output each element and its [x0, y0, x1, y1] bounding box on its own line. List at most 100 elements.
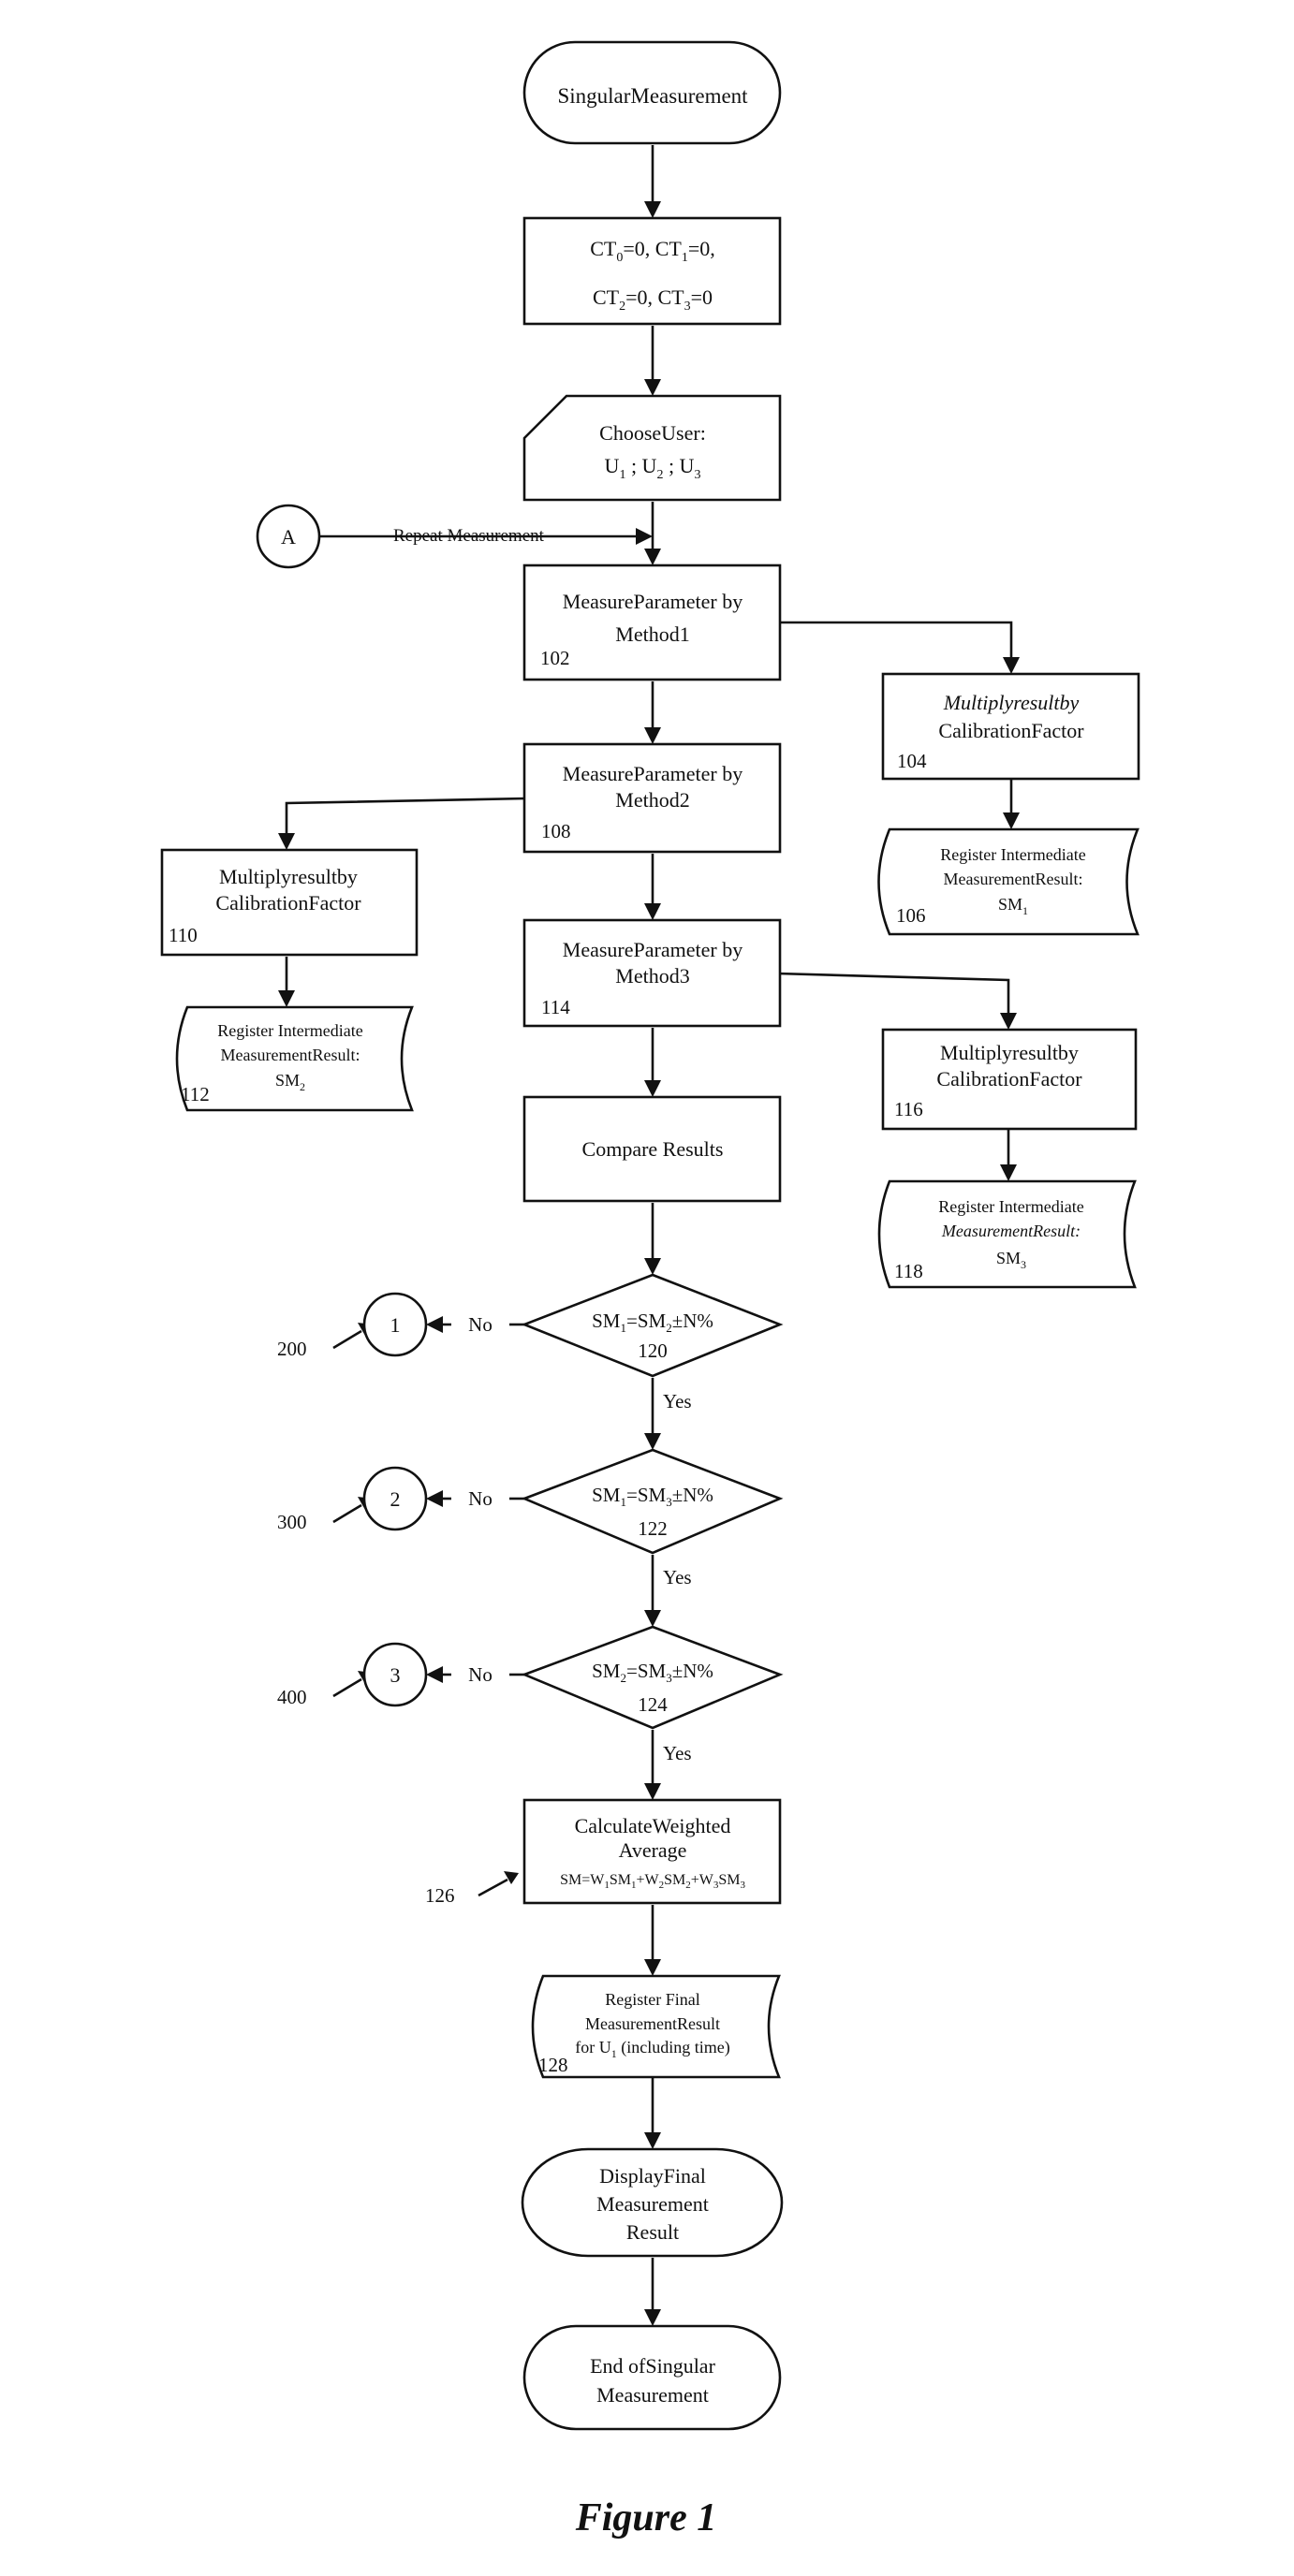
- connector-1-label: 1: [390, 1313, 401, 1337]
- register-118-storage: Register Intermediate MeasurementResult:…: [879, 1181, 1135, 1287]
- arrowhead: [278, 833, 295, 850]
- decision-124-ref: 124: [638, 1693, 668, 1716]
- multiply-110-line-1: Multiplyresultby: [219, 865, 358, 888]
- register-106-storage: Register Intermediate MeasurementResult:…: [879, 829, 1139, 934]
- multiply-110-ref: 110: [169, 924, 198, 946]
- weighted-ref: 126: [425, 1884, 455, 1907]
- weighted-line-1: CalculateWeighted: [575, 1814, 731, 1837]
- arrowhead: [644, 1610, 661, 1627]
- connector-a-label: A: [281, 525, 296, 549]
- arrowhead: [644, 1959, 661, 1976]
- register-106-line-1: Register Intermediate: [940, 845, 1085, 864]
- register-118-ref: 118: [894, 1260, 923, 1282]
- compare-process: Compare Results: [524, 1097, 780, 1201]
- arrowhead: [644, 2309, 661, 2326]
- method2-ref: 108: [541, 820, 571, 842]
- decision-122-ref: 122: [638, 1517, 668, 1540]
- arrowhead: [1000, 1164, 1017, 1181]
- decision-120-condition: SM1=SM2±N%: [592, 1310, 713, 1335]
- edge-method2-110: [287, 798, 526, 833]
- start-label: SingularMeasurement: [557, 84, 748, 108]
- leader-400: [333, 1679, 361, 1696]
- register-final-ref: 128: [538, 2054, 568, 2076]
- method3-process: MeasureParameter by Method3 114: [524, 920, 780, 1026]
- register-final-line-2: MeasurementResult: [585, 2014, 720, 2033]
- arrowhead: [644, 1433, 661, 1450]
- repeat-measurement-label: Repeat Measurement: [393, 526, 545, 546]
- arrowhead: [1003, 657, 1020, 674]
- decision-122: SM1=SM3±N% 122: [524, 1450, 780, 1553]
- display-line-3: Result: [626, 2220, 679, 2244]
- arrowhead: [636, 528, 653, 545]
- end-line-2: Measurement: [596, 2383, 709, 2407]
- no-label-120: No: [468, 1313, 493, 1336]
- arrowhead: [426, 1666, 443, 1683]
- method1-line-2: Method1: [615, 622, 689, 646]
- leader-126: [478, 1880, 507, 1895]
- register-112-ref: 112: [181, 1083, 210, 1105]
- method2-line-2: Method2: [615, 788, 689, 812]
- multiply-116-ref: 116: [894, 1098, 923, 1120]
- multiply-110-process: Multiplyresultby CalibrationFactor 110: [162, 850, 417, 955]
- no-label-122: No: [468, 1487, 493, 1510]
- connector-1: 1: [364, 1294, 426, 1355]
- multiply-110-line-2: CalibrationFactor: [215, 891, 361, 915]
- display-line-2: Measurement: [596, 2192, 709, 2216]
- multiply-116-line-1: Multiplyresultby: [940, 1041, 1079, 1064]
- register-112-line-2: MeasurementResult:: [221, 1046, 360, 1064]
- leader-200: [333, 1331, 361, 1348]
- yes-label-122: Yes: [663, 1566, 692, 1588]
- register-118-line-2: MeasurementResult:: [941, 1222, 1081, 1240]
- end-line-1: End ofSingular: [590, 2354, 715, 2378]
- edge-method3-116: [777, 973, 1008, 1013]
- method1-line-1: MeasureParameter by: [563, 590, 743, 613]
- arrowhead: [644, 549, 661, 565]
- connector-3-ref: 400: [277, 1686, 307, 1708]
- decision-120: SM1=SM2±N% 120: [524, 1275, 780, 1376]
- arrowhead: [644, 727, 661, 744]
- end-terminal: End ofSingular Measurement: [524, 2326, 780, 2429]
- connector-2: 2: [364, 1468, 426, 1530]
- weighted-average-process: CalculateWeighted Average SM=W1SM1+W2SM2…: [524, 1800, 780, 1903]
- display-line-1: DisplayFinal: [599, 2164, 706, 2188]
- connector-2-label: 2: [390, 1487, 401, 1511]
- arrowhead: [644, 201, 661, 218]
- register-final-line-1: Register Final: [605, 1990, 700, 2009]
- compare-label: Compare Results: [582, 1137, 724, 1161]
- arrowhead: [426, 1316, 443, 1333]
- register-106-ref: 106: [896, 904, 926, 927]
- method3-ref: 114: [541, 996, 570, 1018]
- arrowhead: [644, 1080, 661, 1097]
- register-final-storage: Register Final MeasurementResult for U1 …: [533, 1976, 779, 2077]
- terminal-shape: [524, 2326, 780, 2429]
- connector-3: 3: [364, 1644, 426, 1705]
- arrowhead: [644, 1783, 661, 1800]
- weighted-line-2: Average: [619, 1838, 687, 1862]
- method2-process: MeasureParameter by Method2 108: [524, 744, 780, 852]
- register-112-line-1: Register Intermediate: [217, 1021, 362, 1040]
- edge-method1-104: [777, 622, 1011, 657]
- yes-label-120: Yes: [663, 1390, 692, 1412]
- connector-a: A: [257, 505, 319, 567]
- figure-caption: Figure 1: [575, 2496, 717, 2539]
- manual-input-shape: [524, 396, 780, 500]
- method1-process: MeasureParameter by Method1 102: [524, 565, 780, 680]
- leader-300: [333, 1505, 361, 1522]
- register-112-storage: Register Intermediate MeasurementResult:…: [177, 1007, 412, 1110]
- connector-3-label: 3: [390, 1663, 401, 1687]
- arrowhead: [644, 903, 661, 920]
- register-106-line-2: MeasurementResult:: [944, 870, 1083, 888]
- arrowhead: [1000, 1013, 1017, 1030]
- arrowhead: [644, 2132, 661, 2149]
- method2-line-1: MeasureParameter by: [563, 762, 743, 785]
- multiply-116-process: Multiplyresultby CalibrationFactor 116: [883, 1030, 1136, 1129]
- arrowhead: [644, 379, 661, 396]
- multiply-104-ref: 104: [897, 750, 927, 772]
- method3-line-1: MeasureParameter by: [563, 938, 743, 961]
- init-counters-process: CT0=0, CT1=0, CT2=0, CT3=0: [524, 218, 780, 324]
- yes-label-124: Yes: [663, 1742, 692, 1764]
- no-label-124: No: [468, 1663, 493, 1686]
- decision-124: SM2=SM3±N% 124: [524, 1627, 780, 1728]
- start-terminal: SingularMeasurement: [524, 42, 780, 143]
